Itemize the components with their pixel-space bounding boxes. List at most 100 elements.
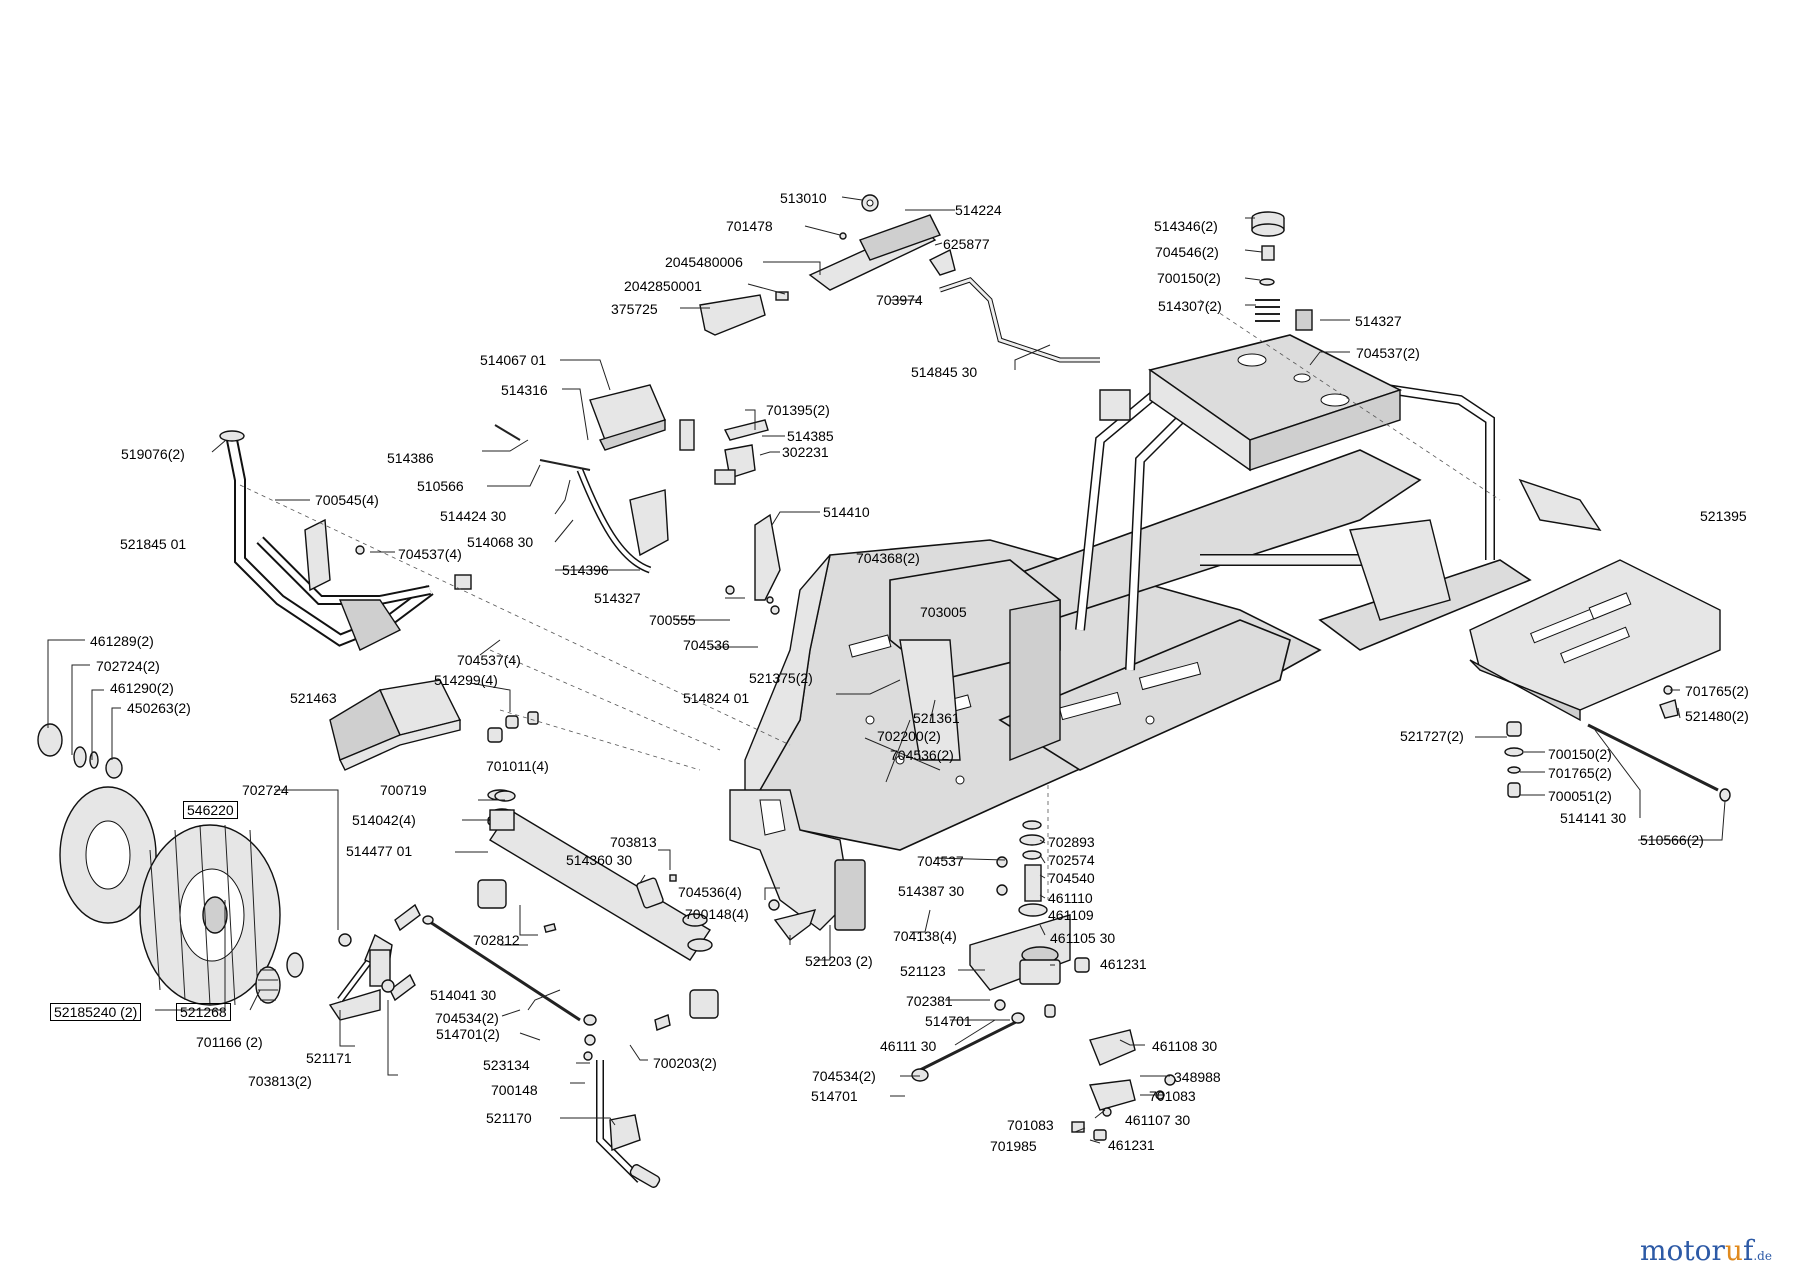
rear-fasteners <box>1504 685 1731 802</box>
part-label: 302231 <box>782 444 829 460</box>
part-label: 514346(2) <box>1154 218 1218 234</box>
part-label: 704546(2) <box>1155 244 1219 260</box>
part-label: 450263(2) <box>127 700 191 716</box>
part-label: 514042(4) <box>352 812 416 828</box>
part-label: 521170 <box>486 1110 532 1126</box>
pedal-assembly <box>494 384 781 615</box>
part-label: 700203(2) <box>653 1055 717 1071</box>
part-label: 700148 <box>491 1082 538 1098</box>
part-label: 701011(4) <box>486 758 549 774</box>
part-label: 514701(2) <box>436 1026 500 1042</box>
brand-logo: motoruf.de <box>1640 1234 1772 1267</box>
part-label: 521845 01 <box>120 536 187 552</box>
part-label: 461231 <box>1108 1137 1155 1153</box>
part-label: 514067 01 <box>480 352 547 368</box>
part-label: 514299(4) <box>434 672 498 688</box>
part-label: 703974 <box>876 292 923 308</box>
part-label: 514041 30 <box>430 987 497 1003</box>
part-label-boxed: 546220 <box>183 801 238 819</box>
rear-plate <box>1469 559 1721 722</box>
part-label: 514360 30 <box>566 852 633 868</box>
part-label: 700051(2) <box>1548 788 1612 804</box>
cap-spring-stack <box>1251 211 1313 331</box>
part-label: 701083 <box>1149 1088 1196 1104</box>
part-label: 514845 30 <box>911 364 978 380</box>
part-label-boxed: 52185240 (2) <box>50 1003 142 1021</box>
part-label: 702812 <box>473 932 520 948</box>
part-label: 521480(2) <box>1685 708 1749 724</box>
part-label: 521361 <box>913 710 960 726</box>
part-label: 514386 <box>387 450 434 466</box>
front-bumper <box>219 430 472 651</box>
part-label: 704368(2) <box>856 550 920 566</box>
part-label: 701765(2) <box>1685 683 1749 699</box>
part-label: 702893 <box>1048 834 1095 850</box>
part-label: 514410 <box>823 504 870 520</box>
part-label: 514224 <box>955 202 1002 218</box>
part-label: 514141 30 <box>1560 810 1627 826</box>
part-label: 701083 <box>1007 1117 1054 1133</box>
part-label: 702574 <box>1048 852 1095 868</box>
part-label: 704138(4) <box>893 928 957 944</box>
step-plate <box>329 679 539 802</box>
part-label: 514316 <box>501 382 548 398</box>
part-label: 521123 <box>900 963 946 979</box>
part-label: 700555 <box>649 612 696 628</box>
logo-text-a: motor <box>1640 1234 1725 1267</box>
part-label: 461290(2) <box>110 680 174 696</box>
part-label: 461105 30 <box>1050 930 1116 946</box>
part-label: 514477 01 <box>346 843 413 859</box>
part-label: 514824 01 <box>683 690 750 706</box>
part-label: 704537(2) <box>1356 345 1420 361</box>
lever-assembly <box>699 194 1100 363</box>
part-label: 700150(2) <box>1548 746 1612 762</box>
part-label: 2042850001 <box>624 278 702 294</box>
part-label: 2045480006 <box>665 254 743 270</box>
part-label: 521463 <box>290 690 337 706</box>
wheel-assembly <box>37 723 304 1006</box>
part-label: 701985 <box>990 1138 1037 1154</box>
logo-text-c: f <box>1742 1234 1754 1267</box>
part-label: 514424 30 <box>440 508 507 524</box>
part-label-boxed: 521268 <box>176 1003 231 1021</box>
part-label: 701478 <box>726 218 773 234</box>
part-label: 514327 <box>1355 313 1402 329</box>
part-label: 461109 <box>1048 907 1094 923</box>
part-label: 704540 <box>1048 870 1095 886</box>
part-label: 514327 <box>594 590 641 606</box>
part-label: 375725 <box>611 301 658 317</box>
part-label: 703813(2) <box>248 1073 312 1089</box>
part-label: 702381 <box>906 993 953 1009</box>
part-label: 510566 <box>417 478 464 494</box>
part-label: 704537 <box>917 853 964 869</box>
steering-sector <box>911 820 1176 1141</box>
part-label: 461110 <box>1048 890 1093 906</box>
part-label: 625877 <box>943 236 990 252</box>
part-label: 521171 <box>306 1050 352 1066</box>
part-label: 510566(2) <box>1640 832 1704 848</box>
part-label: 514396 <box>562 562 609 578</box>
part-label: 461108 30 <box>1152 1038 1218 1054</box>
part-label: 703005 <box>920 604 967 620</box>
logo-text-b: u <box>1724 1234 1743 1267</box>
part-label: 701395(2) <box>766 402 830 418</box>
part-label: 514387 30 <box>898 883 965 899</box>
part-label: 461107 30 <box>1125 1112 1191 1128</box>
part-label: 514068 30 <box>467 534 534 550</box>
part-label: 704534(2) <box>435 1010 499 1026</box>
part-label: 514385 <box>787 428 834 444</box>
part-label: 704536(4) <box>678 884 742 900</box>
part-label: 704534(2) <box>812 1068 876 1084</box>
part-label: 519076(2) <box>121 446 185 462</box>
part-label: 461231 <box>1100 956 1147 972</box>
part-label: 521203 (2) <box>805 953 873 969</box>
part-label: 521375(2) <box>749 670 813 686</box>
part-label: 700148(4) <box>685 906 749 922</box>
assembly-guides <box>239 299 1501 900</box>
part-label: 514307(2) <box>1158 298 1222 314</box>
part-label: 700719 <box>380 782 427 798</box>
part-label: 514701 <box>811 1088 858 1104</box>
part-label: 702724(2) <box>96 658 160 674</box>
logo-suffix: .de <box>1753 1249 1772 1263</box>
